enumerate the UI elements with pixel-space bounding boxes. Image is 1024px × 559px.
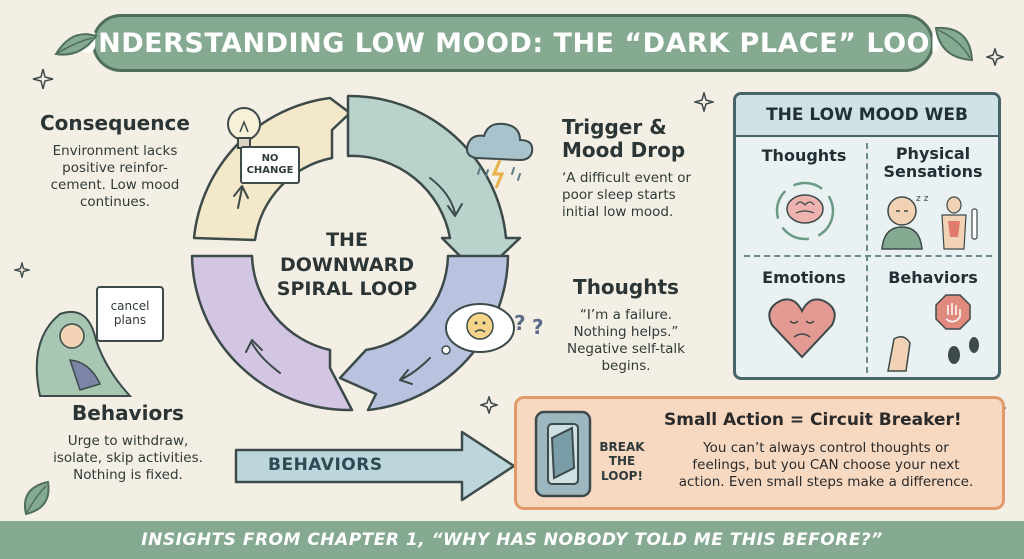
loop-center-line: SPIRAL LOOP bbox=[276, 278, 418, 301]
body-line: positive reinfor- bbox=[62, 159, 168, 176]
sparkle-icon bbox=[32, 68, 54, 90]
switch-icon bbox=[534, 410, 592, 498]
low-mood-web-panel: THE LOW MOOD WEB Thoughts Physical Sensa… bbox=[733, 92, 1001, 380]
consequence-body: Environment lacks positive reinfor- ceme… bbox=[40, 143, 190, 211]
web-divider bbox=[744, 255, 992, 257]
web-physical-label: Physical Sensations bbox=[870, 145, 996, 180]
consequence-section: Consequence Environment lacks positive r… bbox=[40, 112, 200, 211]
withdrawn-person-icon bbox=[35, 310, 133, 397]
trigger-body: ‘A difficult event or poor sleep starts … bbox=[562, 170, 722, 221]
body-line: isolate, skip activities. bbox=[53, 449, 203, 466]
svg-text:z z: z z bbox=[916, 194, 929, 204]
switch-label-line: LOOP! bbox=[601, 468, 643, 483]
sparkle-icon bbox=[14, 262, 30, 278]
heading-line: Trigger & bbox=[562, 115, 667, 139]
body-line: poor sleep starts bbox=[562, 186, 676, 203]
trigger-heading: Trigger & Mood Drop bbox=[562, 116, 722, 162]
behaviors-body: Urge to withdraw, isolate, skip activiti… bbox=[28, 433, 228, 484]
sparkle-icon bbox=[986, 48, 1004, 66]
circuit-breaker-body: You can’t always control thoughts or fee… bbox=[656, 440, 996, 491]
footer-banner: INSIGHTS FROM CHAPTER 1, “WHY HAS NOBODY… bbox=[0, 521, 1024, 559]
sparkle-icon bbox=[694, 92, 714, 112]
web-divider bbox=[866, 143, 868, 373]
body-line: You can’t always control thoughts or bbox=[703, 440, 949, 456]
thoughts-body: “I’m a failure. Nothing helps.” Negative… bbox=[556, 307, 696, 375]
physical-sensations-icon: z z bbox=[881, 194, 978, 250]
body-line: “I’m a failure. bbox=[579, 307, 673, 323]
heading-line: Mood Drop bbox=[562, 138, 686, 162]
brain-icon bbox=[775, 181, 835, 241]
no-change-sign: NO CHANGE bbox=[240, 146, 300, 184]
web-title: THE LOW MOOD WEB bbox=[736, 95, 998, 137]
calendar-icon: cancel plans bbox=[96, 286, 164, 342]
switch-label-line: BREAK bbox=[599, 440, 645, 454]
body-line: Nothing helps.” bbox=[573, 323, 679, 340]
svg-text:?: ? bbox=[514, 311, 526, 335]
leaf-icon bbox=[54, 33, 98, 56]
loop-segment-trigger bbox=[346, 94, 522, 278]
body-line: initial low mood. bbox=[562, 203, 674, 220]
loop-center-line: THE bbox=[326, 229, 368, 251]
sad-heart-icon bbox=[768, 298, 836, 359]
consequence-heading: Consequence bbox=[40, 111, 190, 135]
behaviors-arrow bbox=[234, 430, 516, 502]
lightbulb-icon bbox=[227, 107, 261, 149]
sad-thought-bubble-icon: ? ? bbox=[441, 303, 544, 355]
title-banner: UNDERSTANDING LOW MOOD: THE “DARK PLACE”… bbox=[76, 14, 950, 72]
svg-text:?: ? bbox=[532, 315, 544, 339]
loop-center-label: THE DOWNWARD SPIRAL LOOP bbox=[262, 228, 432, 302]
body-line: Environment lacks bbox=[52, 143, 178, 159]
body-line: continues. bbox=[79, 193, 151, 210]
circuit-breaker-title: Small Action = Circuit Breaker! bbox=[664, 410, 962, 430]
behaviors-section: Behaviors Urge to withdraw, isolate, ski… bbox=[28, 402, 228, 484]
web-label-line: Sensations bbox=[883, 161, 983, 181]
page-title: UNDERSTANDING LOW MOOD: THE “DARK PLACE”… bbox=[75, 27, 951, 59]
body-line: Negative self-talk bbox=[567, 340, 685, 357]
web-behaviors-label: Behaviors bbox=[888, 268, 978, 287]
storm-cloud-icon bbox=[466, 122, 534, 189]
loop-center-line: DOWNWARD bbox=[280, 253, 414, 276]
behaviors-heading: Behaviors bbox=[72, 401, 184, 425]
circuit-breaker-box bbox=[514, 396, 1005, 510]
body-line: Nothing is fixed. bbox=[73, 466, 183, 483]
behaviors-arrow-label: BEHAVIORS bbox=[268, 455, 383, 475]
web-emotions-label: Emotions bbox=[762, 268, 846, 287]
trigger-section: Trigger & Mood Drop ‘A difficult event o… bbox=[562, 116, 722, 221]
body-line: ‘A difficult event or bbox=[562, 170, 692, 186]
loop-segment-behaviors bbox=[190, 254, 354, 412]
web-label-line: Physical bbox=[895, 144, 971, 163]
thoughts-section: Thoughts “I’m a failure. Nothing helps.”… bbox=[556, 276, 696, 375]
leaf-icon bbox=[24, 480, 50, 516]
thoughts-heading: Thoughts bbox=[573, 275, 679, 299]
stop-sign-icon bbox=[887, 294, 979, 372]
break-the-loop-label: BREAK THE LOOP! bbox=[594, 440, 650, 483]
body-line: Urge to withdraw, bbox=[67, 433, 189, 449]
sparkle-icon bbox=[480, 396, 498, 414]
body-line: begins. bbox=[601, 357, 651, 374]
web-thoughts-label: Thoughts bbox=[761, 146, 847, 165]
body-line: cement. Low mood bbox=[50, 176, 180, 193]
body-line: action. Even small steps make a differen… bbox=[678, 473, 974, 490]
switch-label-line: THE bbox=[608, 454, 636, 469]
body-line: feelings, but you CAN choose your next bbox=[692, 456, 960, 473]
footer-text: INSIGHTS FROM CHAPTER 1, “WHY HAS NOBODY… bbox=[141, 530, 883, 550]
leaf-icon bbox=[934, 26, 974, 62]
